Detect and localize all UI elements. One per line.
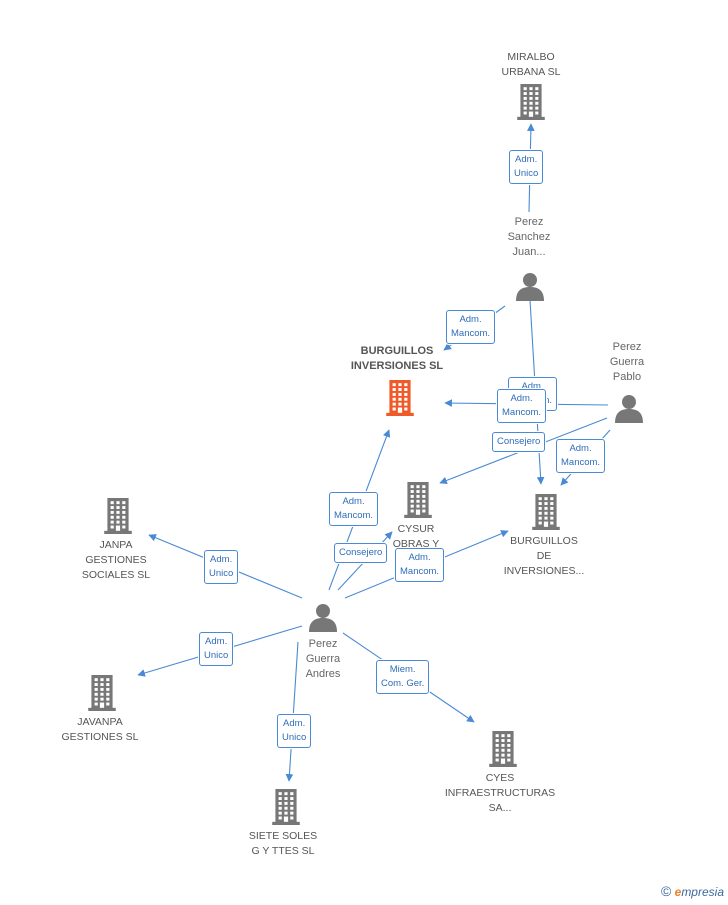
edge-role-label[interactable]: Adm. Unico: [509, 150, 544, 184]
edge-role-label[interactable]: Miem. Com. Ger.: [376, 660, 430, 694]
company-building-icon[interactable]: [517, 84, 545, 125]
company-name-label[interactable]: MIRALBO URBANA SL: [501, 51, 561, 78]
person-icon[interactable]: [308, 602, 338, 637]
person-icon[interactable]: [614, 393, 644, 428]
company-building-icon[interactable]: [104, 498, 132, 539]
edge-role-label[interactable]: Adm. Mancom.: [446, 310, 496, 344]
person-name-label[interactable]: Perez Guerra Pablo: [609, 341, 645, 383]
edge-role-label[interactable]: Adm. Unico: [199, 632, 234, 666]
company-name-label[interactable]: BURGUILLOS DE INVERSIONES...: [503, 535, 585, 577]
company-building-icon[interactable]: [532, 494, 560, 535]
company-name-label[interactable]: CYSUR OBRAS Y: [392, 523, 440, 550]
edge-role-label[interactable]: Adm. Unico: [277, 714, 312, 748]
brand-logo-letter: e: [674, 885, 682, 899]
company-name-label[interactable]: JAVANPA GESTIONES SL: [61, 716, 139, 743]
company-building-icon[interactable]: [489, 731, 517, 772]
edge-role-label[interactable]: Adm. Mancom.: [497, 389, 547, 423]
company-building-icon[interactable]: [272, 789, 300, 830]
brand-logo-text: mpresia: [681, 885, 724, 899]
edge-role-label[interactable]: Consejero: [492, 432, 546, 452]
edge-line: [285, 641, 299, 782]
company-name-label[interactable]: SIETE SOLES G Y TTES SL: [248, 830, 318, 857]
edge-role-label[interactable]: Adm. Mancom.: [329, 492, 379, 526]
copyright-symbol: ©: [660, 883, 672, 899]
brand-footer: © empresia: [661, 883, 724, 899]
edge-role-label[interactable]: Adm. Mancom.: [556, 439, 606, 473]
company-name-label[interactable]: JANPA GESTIONES SOCIALES SL: [81, 539, 151, 581]
company-name-label[interactable]: BURGUILLOS INVERSIONES SL: [350, 345, 444, 372]
edge-role-label[interactable]: Consejero: [334, 543, 388, 563]
main-company-building-icon[interactable]: [386, 380, 414, 421]
company-name-label[interactable]: CYES INFRAESTRUCTURAS SA...: [444, 772, 556, 814]
person-name-label[interactable]: Perez Guerra Andres: [305, 638, 341, 680]
company-building-icon[interactable]: [88, 675, 116, 716]
edge-role-label[interactable]: Adm. Unico: [204, 550, 239, 584]
person-name-label[interactable]: Perez Sanchez Juan...: [507, 216, 551, 258]
edge-role-label[interactable]: Adm. Mancom.: [395, 548, 445, 582]
company-building-icon[interactable]: [404, 482, 432, 523]
person-icon[interactable]: [515, 271, 545, 306]
